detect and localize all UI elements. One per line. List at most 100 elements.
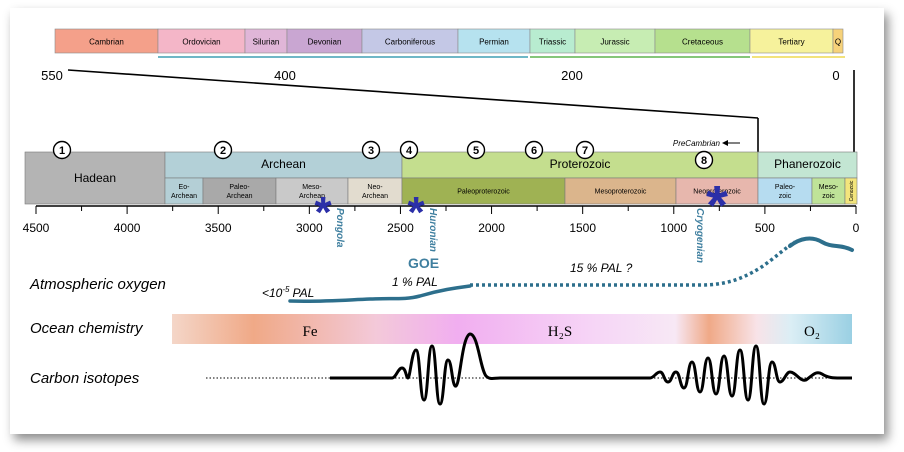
glaciation-label-pongola: Pongola bbox=[334, 208, 345, 248]
period-label-cambrian: Cambrian bbox=[89, 38, 124, 47]
glaciation-markers: *Pongola*Huronian*Cryogenian bbox=[314, 174, 728, 263]
ocean-chemistry-band bbox=[172, 314, 852, 344]
period-cretaceous bbox=[654, 28, 751, 54]
event-marker-1: 1 bbox=[52, 140, 72, 160]
era-label-meso-archean: Meso-Archean bbox=[299, 184, 325, 200]
era-label-paleoproterozoic: Paleoproterozoic bbox=[457, 188, 510, 195]
era-meso-archean bbox=[275, 177, 349, 205]
event-circle-5 bbox=[466, 140, 486, 160]
axis-tick-label-4000: 4000 bbox=[114, 221, 141, 235]
event-marker-8: 8 bbox=[694, 150, 714, 170]
period-label-permian: Permian bbox=[479, 38, 509, 47]
zoom-line-left bbox=[67, 69, 759, 119]
event-marker-3: 3 bbox=[361, 140, 381, 160]
period-label-ordovician: Ordovician bbox=[182, 38, 220, 47]
zoom-label-400: 400 bbox=[274, 68, 296, 83]
eon-label-phanerozoic: Phanerozoic bbox=[774, 157, 841, 171]
event-number-6: 6 bbox=[531, 145, 537, 157]
event-number-5: 5 bbox=[473, 145, 479, 157]
glaciation-label-huronian: Huronian bbox=[427, 208, 438, 252]
zoom-scale: 550 400 200 0 bbox=[41, 68, 839, 83]
oxygen-curve-dashed bbox=[470, 240, 796, 287]
axis-tick-label-500: 500 bbox=[755, 221, 775, 235]
era-label-neoproterozoic: Neoproterozoic bbox=[693, 188, 741, 195]
event-circle-2 bbox=[213, 140, 233, 160]
period-jurassic bbox=[574, 28, 656, 54]
era-label-meso-zoic: Meso-zoic bbox=[819, 184, 839, 200]
axis-tick-label-0: 0 bbox=[853, 221, 860, 235]
carbon-isotopes-label: Carbon isotopes bbox=[30, 370, 140, 387]
zoom-label-200: 200 bbox=[561, 68, 583, 83]
era-paleo-archean bbox=[202, 177, 277, 205]
period-label-silurian: Silurian bbox=[253, 38, 280, 47]
ocean-fe-label: Fe bbox=[303, 324, 318, 340]
oxygen-low-unit: PAL bbox=[292, 286, 314, 300]
era-mesoproterozoic bbox=[564, 177, 677, 205]
era-neo-archean bbox=[347, 177, 403, 205]
axis-tick-label-1500: 1500 bbox=[569, 221, 596, 235]
precambrian-arrow-head bbox=[722, 140, 728, 146]
era-eo-archean bbox=[164, 177, 204, 205]
event-number-8: 8 bbox=[701, 155, 707, 167]
glaciation-star-huronian: * bbox=[407, 188, 425, 237]
ocean-chemistry-label: Ocean chemistry bbox=[30, 320, 144, 337]
period-silurian bbox=[244, 28, 288, 54]
era-label-paleo-zoic: Paleo-zoic bbox=[775, 184, 796, 200]
eon-label-archean: Archean bbox=[261, 157, 306, 171]
event-marker-5: 5 bbox=[466, 140, 486, 160]
event-circle-3 bbox=[361, 140, 381, 160]
axis-tick-label-2500: 2500 bbox=[387, 221, 414, 235]
glaciation-label-cryogenian: Cryogenian bbox=[694, 208, 705, 263]
oxygen-low-exponent: -5 bbox=[282, 285, 290, 294]
event-number-2: 2 bbox=[220, 145, 226, 157]
oxygen-mid-annotation: 1 % PAL bbox=[392, 275, 438, 289]
ocean-o2-label: O₂ bbox=[804, 324, 820, 340]
era-label-eo-archean: Eo-Archean bbox=[171, 184, 197, 200]
era-label-mesoproterozoic: Mesoproterozoic bbox=[595, 188, 647, 195]
oxygen-low-base: <10 bbox=[262, 286, 283, 300]
era-label-neo-archean: Neo-Archean bbox=[362, 184, 388, 200]
period-label-carboniferous: Carboniferous bbox=[385, 38, 435, 47]
atmospheric-oxygen-label: Atmospheric oxygen bbox=[29, 276, 166, 293]
event-marker-7: 7 bbox=[575, 140, 595, 160]
event-marker-2: 2 bbox=[213, 140, 233, 160]
period-cambrian bbox=[54, 28, 159, 54]
period-carboniferous bbox=[361, 28, 459, 54]
axis-tick-label-4500: 4500 bbox=[23, 221, 50, 235]
event-circle-4 bbox=[399, 140, 419, 160]
era-paleo-zoic bbox=[757, 177, 813, 205]
event-marker-4: 4 bbox=[399, 140, 419, 160]
period-label-triassic: Triassic bbox=[539, 38, 566, 47]
carbon-isotope-curve bbox=[330, 332, 852, 406]
period-devonian bbox=[286, 28, 363, 54]
period-label-tertiary: Tertiary bbox=[778, 38, 804, 47]
event-number-1: 1 bbox=[59, 145, 65, 157]
axis-tick-label-2000: 2000 bbox=[478, 221, 505, 235]
eon-label-hadean: Hadean bbox=[74, 171, 116, 185]
zoom-label-550: 550 bbox=[41, 68, 63, 83]
oxygen-high-annotation: 15 % PAL ? bbox=[570, 261, 633, 275]
glaciation-star-cryogenian: * bbox=[706, 174, 728, 237]
era-meso-zoic bbox=[811, 177, 846, 205]
event-number-3: 3 bbox=[368, 145, 374, 157]
event-circle-6 bbox=[524, 140, 544, 160]
period-tertiary bbox=[749, 28, 834, 54]
eon-hadean bbox=[24, 151, 166, 205]
event-number-7: 7 bbox=[582, 145, 588, 157]
event-marker-6: 6 bbox=[524, 140, 544, 160]
event-circle-8 bbox=[694, 150, 714, 170]
oxygen-curve-early bbox=[288, 284, 472, 304]
zoom-label-0: 0 bbox=[832, 68, 839, 83]
event-markers: 1 2 3 4 5 6 7 8 bbox=[52, 140, 714, 170]
era-cenozoic bbox=[844, 177, 858, 205]
axis-tick-label-1000: 1000 bbox=[660, 221, 687, 235]
eon-label-proterozoic: Proterozoic bbox=[550, 157, 611, 171]
goe-label: GOE bbox=[408, 255, 439, 271]
era-label-paleo-archean: Paleo-Archean bbox=[226, 184, 252, 200]
eon-phanerozoic bbox=[757, 151, 858, 179]
period-q bbox=[832, 28, 844, 54]
era-bar: Eo-Archean Paleo-Archean Meso-Archean Neo-A… bbox=[164, 177, 858, 205]
